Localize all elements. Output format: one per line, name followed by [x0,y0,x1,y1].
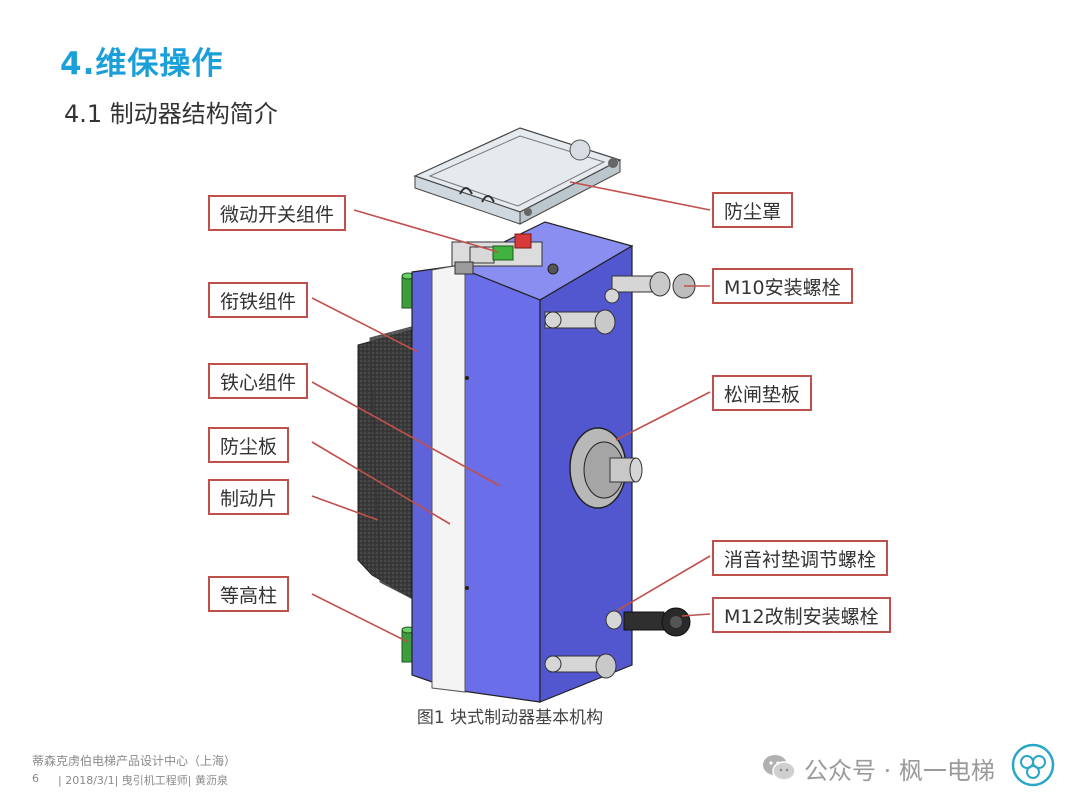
label-m12-bolt: M12改制安装螺栓 [712,597,891,633]
label-m10-bolt: M10安装螺栓 [712,268,853,304]
m12-bolt-shape [605,607,691,637]
section-subtitle: 4.1 制动器结构简介 [64,100,278,128]
m10-bolt-shape [604,271,696,304]
wechat-icon [763,755,796,781]
dust-cover-shape [413,127,622,225]
footer-info: | 2018/3/1| 曳引机工程师| 黄沥泉 [58,774,229,787]
label-spacer-column: 等高柱 [208,576,290,612]
label-micro-switch: 微动开关组件 [208,195,347,231]
label-brake-pad: 制动片 [208,479,290,515]
micro-switch-assembly [451,233,559,275]
footer-page-number: 6 [32,772,39,785]
watermark-text: 公众号 · 枫一电梯 [804,756,995,785]
label-release-pad: 松闸垫板 [712,375,813,411]
page-title: 4.维保操作 [60,46,224,82]
m10-bolt-shape-2 [544,309,616,335]
label-core: 铁心组件 [208,363,309,399]
armature-strip [431,263,466,693]
release-pad-shape [569,427,643,509]
footer-company: 蒂森克虏伯电梯产品设计中心（上海） [32,754,237,768]
watermark: 公众号 · 枫一电梯 [762,750,995,786]
figure-caption: 图1 块式制动器基本机构 [416,708,604,728]
bottom-bolt-shape [544,653,617,679]
brand-logo-icon [1011,743,1055,787]
label-armature: 衔铁组件 [208,282,309,318]
leader-lines [311,181,711,643]
label-silencer-bolt: 消音衬垫调节螺栓 [712,540,889,576]
spacer-column-bottom [401,626,415,663]
label-dust-cover: 防尘罩 [712,192,794,228]
label-dust-plate: 防尘板 [208,427,290,463]
